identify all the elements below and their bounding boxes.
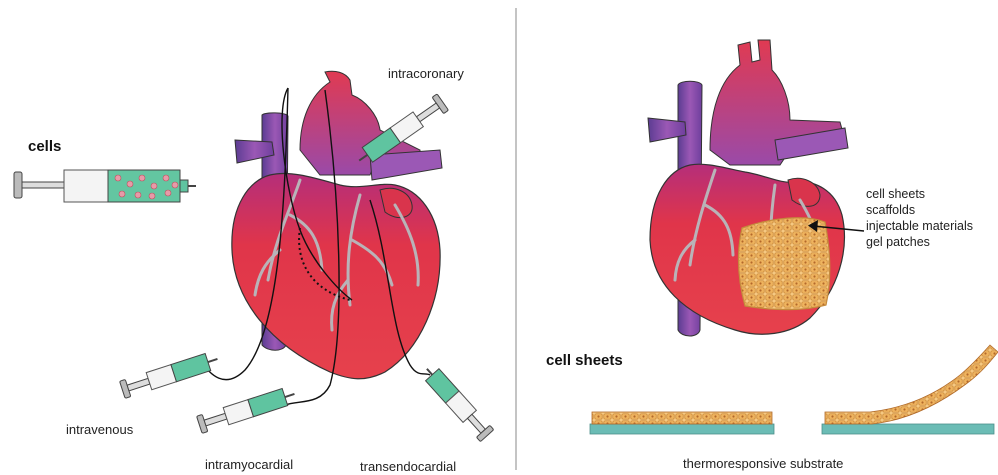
patch-type-list: cell sheets scaffolds injectable materia…	[866, 186, 973, 250]
patch-label-scaffolds: scaffolds	[866, 202, 973, 218]
intramyocardial-syringe	[197, 385, 298, 433]
transendocardial-label: transendocardial	[360, 459, 456, 474]
intramyocardial-label: intramyocardial	[205, 457, 293, 472]
cell-sheets-heading: cell sheets	[546, 352, 623, 369]
intravenous-syringe	[120, 350, 221, 398]
intravenous-label: intravenous	[66, 422, 133, 437]
lifting-cell-sheet	[822, 345, 998, 434]
flat-cell-sheet	[590, 412, 774, 434]
patch-label-cell-sheets: cell sheets	[866, 186, 973, 202]
right-heart	[648, 40, 864, 336]
cells-syringe	[14, 170, 196, 202]
intracoronary-label: intracoronary	[388, 66, 464, 81]
patch-label-injectable-materials: injectable materials	[866, 218, 973, 234]
cells-label: cells	[28, 138, 61, 155]
patch-label-gel-patches: gel patches	[866, 234, 973, 250]
substrate-label: thermoresponsive substrate	[683, 456, 843, 471]
transendocardial-syringe	[420, 363, 494, 442]
